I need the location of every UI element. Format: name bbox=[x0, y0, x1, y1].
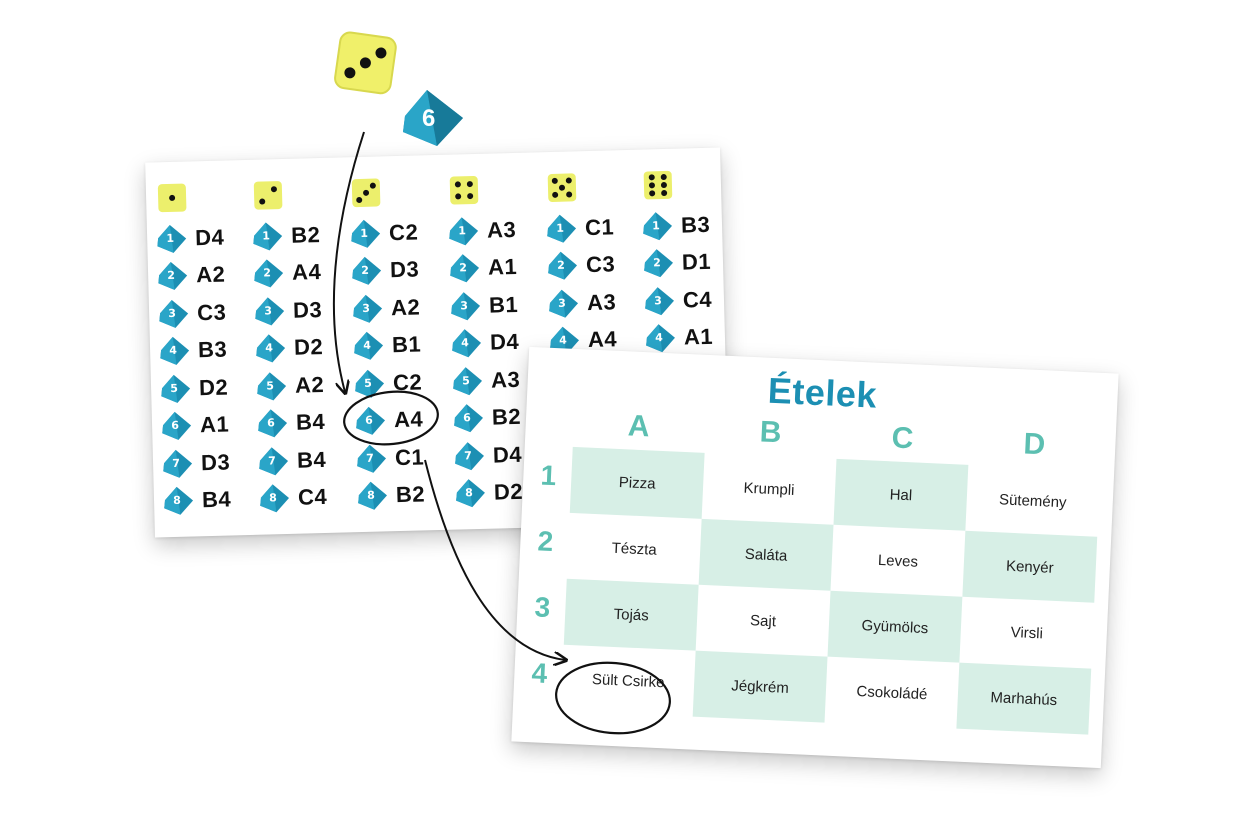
d8-icon: 1 bbox=[349, 218, 384, 249]
d8-icon: 4 bbox=[352, 331, 387, 362]
d8-icon: 6 bbox=[452, 403, 487, 434]
d8-icon: 5 bbox=[353, 368, 388, 399]
d8-icon: 7 bbox=[257, 446, 292, 477]
d8-icon: 2 bbox=[642, 248, 677, 279]
d8-icon: 4 bbox=[158, 336, 193, 367]
d8-icon: 4 bbox=[254, 333, 289, 364]
d8-icon: 7 bbox=[161, 448, 196, 479]
six-sided-die bbox=[331, 29, 402, 103]
d8-icon: 7 bbox=[355, 443, 390, 474]
d8-icon: 8 bbox=[162, 486, 197, 517]
d8-icon: 1 bbox=[155, 223, 190, 254]
d8-icon: 1 bbox=[251, 221, 286, 252]
d8-icon: 2 bbox=[156, 261, 191, 292]
d8-icon: 4 bbox=[450, 328, 485, 359]
d8-icon: 6 bbox=[256, 408, 291, 439]
d8-icon: 1 bbox=[641, 210, 676, 241]
eight-sided-die: 6 bbox=[397, 88, 469, 154]
die-pip bbox=[359, 57, 371, 69]
d8-icon: 2 bbox=[252, 258, 287, 289]
d8-icon: 7 bbox=[453, 440, 488, 471]
d8-icon: 5 bbox=[451, 366, 486, 397]
d8-icon: 6 bbox=[354, 406, 389, 437]
eight-sided-die-face: 6 bbox=[422, 105, 435, 132]
d8-icon: 1 bbox=[447, 216, 482, 247]
d8-icon: 5 bbox=[255, 371, 290, 402]
d8-icon: 2 bbox=[350, 256, 385, 287]
die-pip bbox=[344, 67, 356, 79]
d8-icon: 2 bbox=[546, 250, 581, 281]
d8-icon: 3 bbox=[157, 298, 192, 329]
d8-icon: 2 bbox=[448, 253, 483, 284]
food-highlight-circle bbox=[555, 661, 671, 735]
d8-icon: 4 bbox=[644, 323, 679, 354]
d8-icon: 3 bbox=[351, 293, 386, 324]
d8-icon: 5 bbox=[159, 373, 194, 404]
arrow-dice-to-lookup bbox=[332, 131, 365, 392]
d8-icon: 8 bbox=[356, 481, 391, 512]
d8-icon: 1 bbox=[545, 213, 580, 244]
d8-icon: 3 bbox=[547, 288, 582, 319]
arrow-lookup-to-food bbox=[424, 459, 565, 660]
d8-icon: 8 bbox=[258, 483, 293, 514]
d8-icon: 6 bbox=[160, 411, 195, 442]
d8-icon: 3 bbox=[449, 291, 484, 322]
d8-icon: 8 bbox=[454, 478, 489, 509]
lookup-highlight-circle bbox=[343, 390, 439, 446]
d8-icon: 3 bbox=[253, 296, 288, 327]
die-pip bbox=[375, 47, 387, 59]
d8-icon: 3 bbox=[643, 285, 678, 316]
